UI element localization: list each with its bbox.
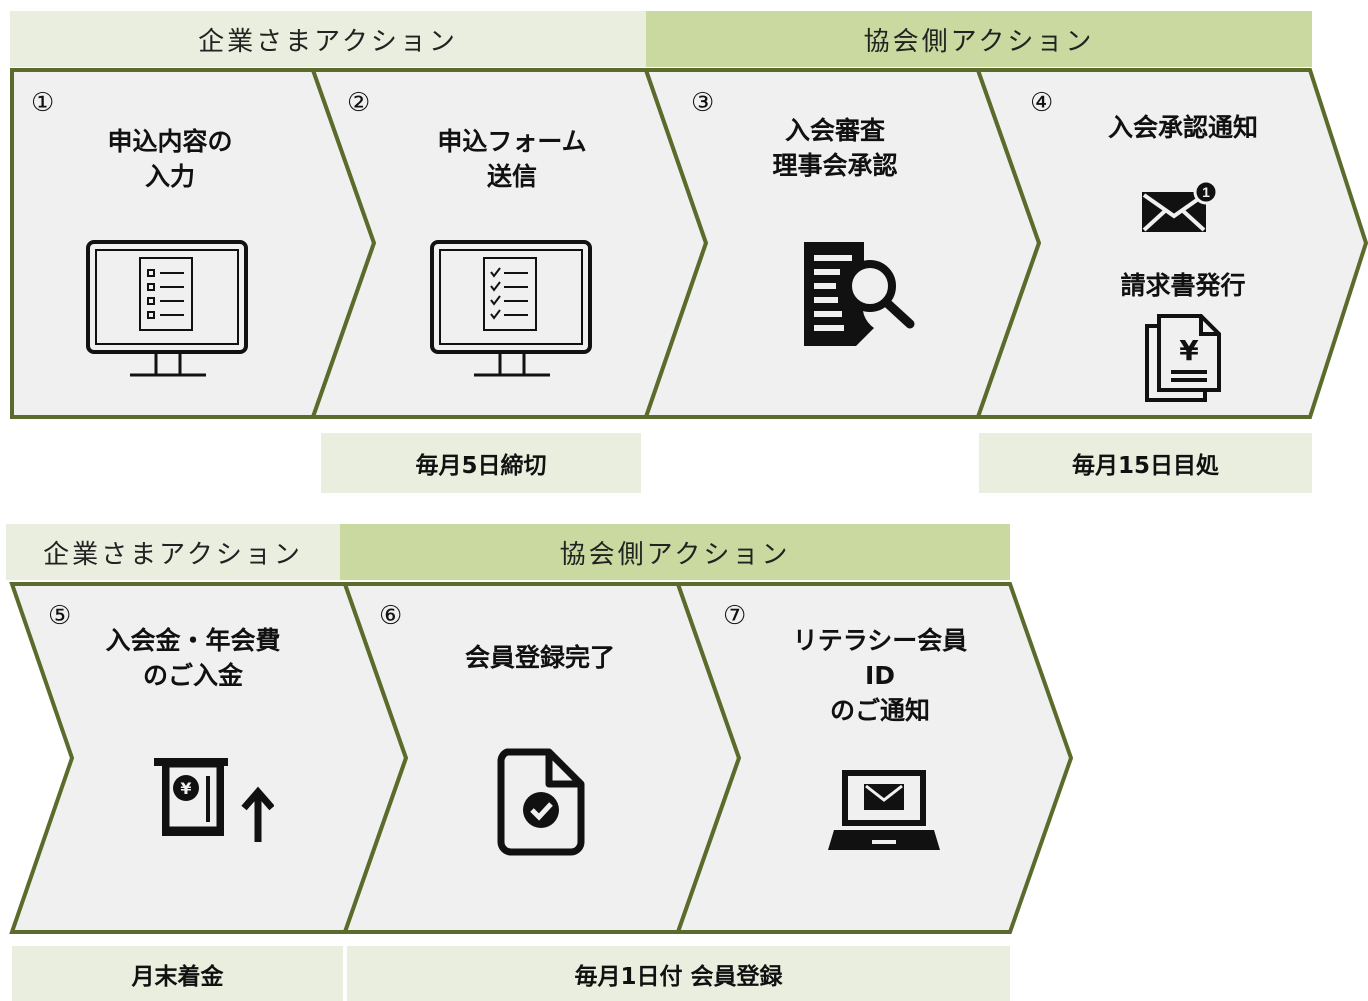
monitor-checklist-icon (430, 240, 592, 377)
atm-deposit-icon: ¥ (154, 758, 274, 842)
step-6-title: 会員登録完了 (430, 640, 650, 675)
note-target-text: 毎月15日目処 (1071, 453, 1219, 479)
step-7-number: ⑦ (723, 601, 747, 631)
step-3-number: ③ (691, 88, 715, 118)
row2-corporate-action-band: 企業さまアクション (6, 524, 340, 580)
step-7-title-line1: リテラシー会員 (792, 626, 968, 655)
step-7-title-line2: ID (864, 661, 896, 690)
note-deadline-text: 毎月5日締切 (415, 453, 547, 479)
step-4-chevron (975, 68, 1368, 419)
step-1-number: ① (31, 88, 55, 118)
note-payment: 月末着金 (12, 946, 343, 1001)
mail-notification-icon: 1 (1142, 180, 1219, 232)
row1-association-action-band: 協会側アクション (646, 11, 1312, 67)
step-7-chevron (675, 582, 1074, 934)
step-5-title: 入会金・年会費 のご入金 (78, 623, 308, 693)
svg-text:¥: ¥ (180, 779, 191, 798)
note-registration-text: 毎月1日付 会員登録 (574, 963, 783, 990)
step-4-title: 入会承認通知 (1073, 110, 1293, 145)
step-3-title-line2: 理事会承認 (772, 151, 898, 180)
step-2-number: ② (347, 88, 371, 118)
row2-association-action-label: 協会側アクション (559, 539, 791, 570)
step-2-title-line1: 申込フォーム (437, 127, 587, 156)
step-1-title: 申込内容の 入力 (60, 124, 280, 194)
step-1-title-line2: 入力 (144, 162, 195, 191)
step-3-title: 入会審査 理事会承認 (725, 113, 945, 183)
step-4-subtitle: 請求書発行 (1073, 268, 1293, 303)
step-3-title-line1: 入会審査 (784, 116, 885, 145)
step-2-title: 申込フォーム 送信 (402, 124, 622, 194)
row2-corporate-action-label: 企業さまアクション (43, 539, 303, 570)
row2-association-action-band: 協会側アクション (340, 524, 1010, 580)
note-registration: 毎月1日付 会員登録 (347, 946, 1010, 1001)
step-2-title-line2: 送信 (486, 162, 537, 191)
step-4-number: ④ (1030, 88, 1054, 118)
step-7-title-line3: のご通知 (829, 696, 930, 725)
step-5-title-line1: 入会金・年会費 (105, 626, 281, 655)
document-search-icon (804, 242, 915, 346)
step-6-number: ⑥ (379, 601, 403, 631)
row1-association-action-label: 協会側アクション (863, 26, 1095, 57)
svg-text:¥: ¥ (1179, 334, 1199, 367)
file-check-icon (497, 748, 585, 856)
note-target: 毎月15日目処 (979, 433, 1312, 493)
yen-invoice-icon: ¥ (1145, 314, 1221, 402)
step-1-title-line1: 申込内容の (107, 127, 233, 156)
step-4-title-line1: 入会承認通知 (1107, 113, 1258, 142)
step-5-number: ⑤ (48, 601, 72, 631)
note-payment-text: 月末着金 (131, 963, 224, 990)
step-5-title-line2: のご入金 (142, 661, 243, 690)
step-4-title-line2: 請求書発行 (1120, 271, 1246, 300)
row1-corporate-action-band: 企業さまアクション (10, 11, 646, 67)
step-6-title-line1: 会員登録完了 (464, 643, 615, 672)
row1-corporate-action-label: 企業さまアクション (198, 26, 458, 57)
laptop-mail-icon (828, 770, 940, 850)
monitor-list-icon (86, 240, 248, 377)
note-deadline: 毎月5日締切 (321, 433, 641, 493)
svg-text:1: 1 (1202, 184, 1210, 200)
step-7-title: リテラシー会員 ID のご通知 (770, 623, 990, 728)
